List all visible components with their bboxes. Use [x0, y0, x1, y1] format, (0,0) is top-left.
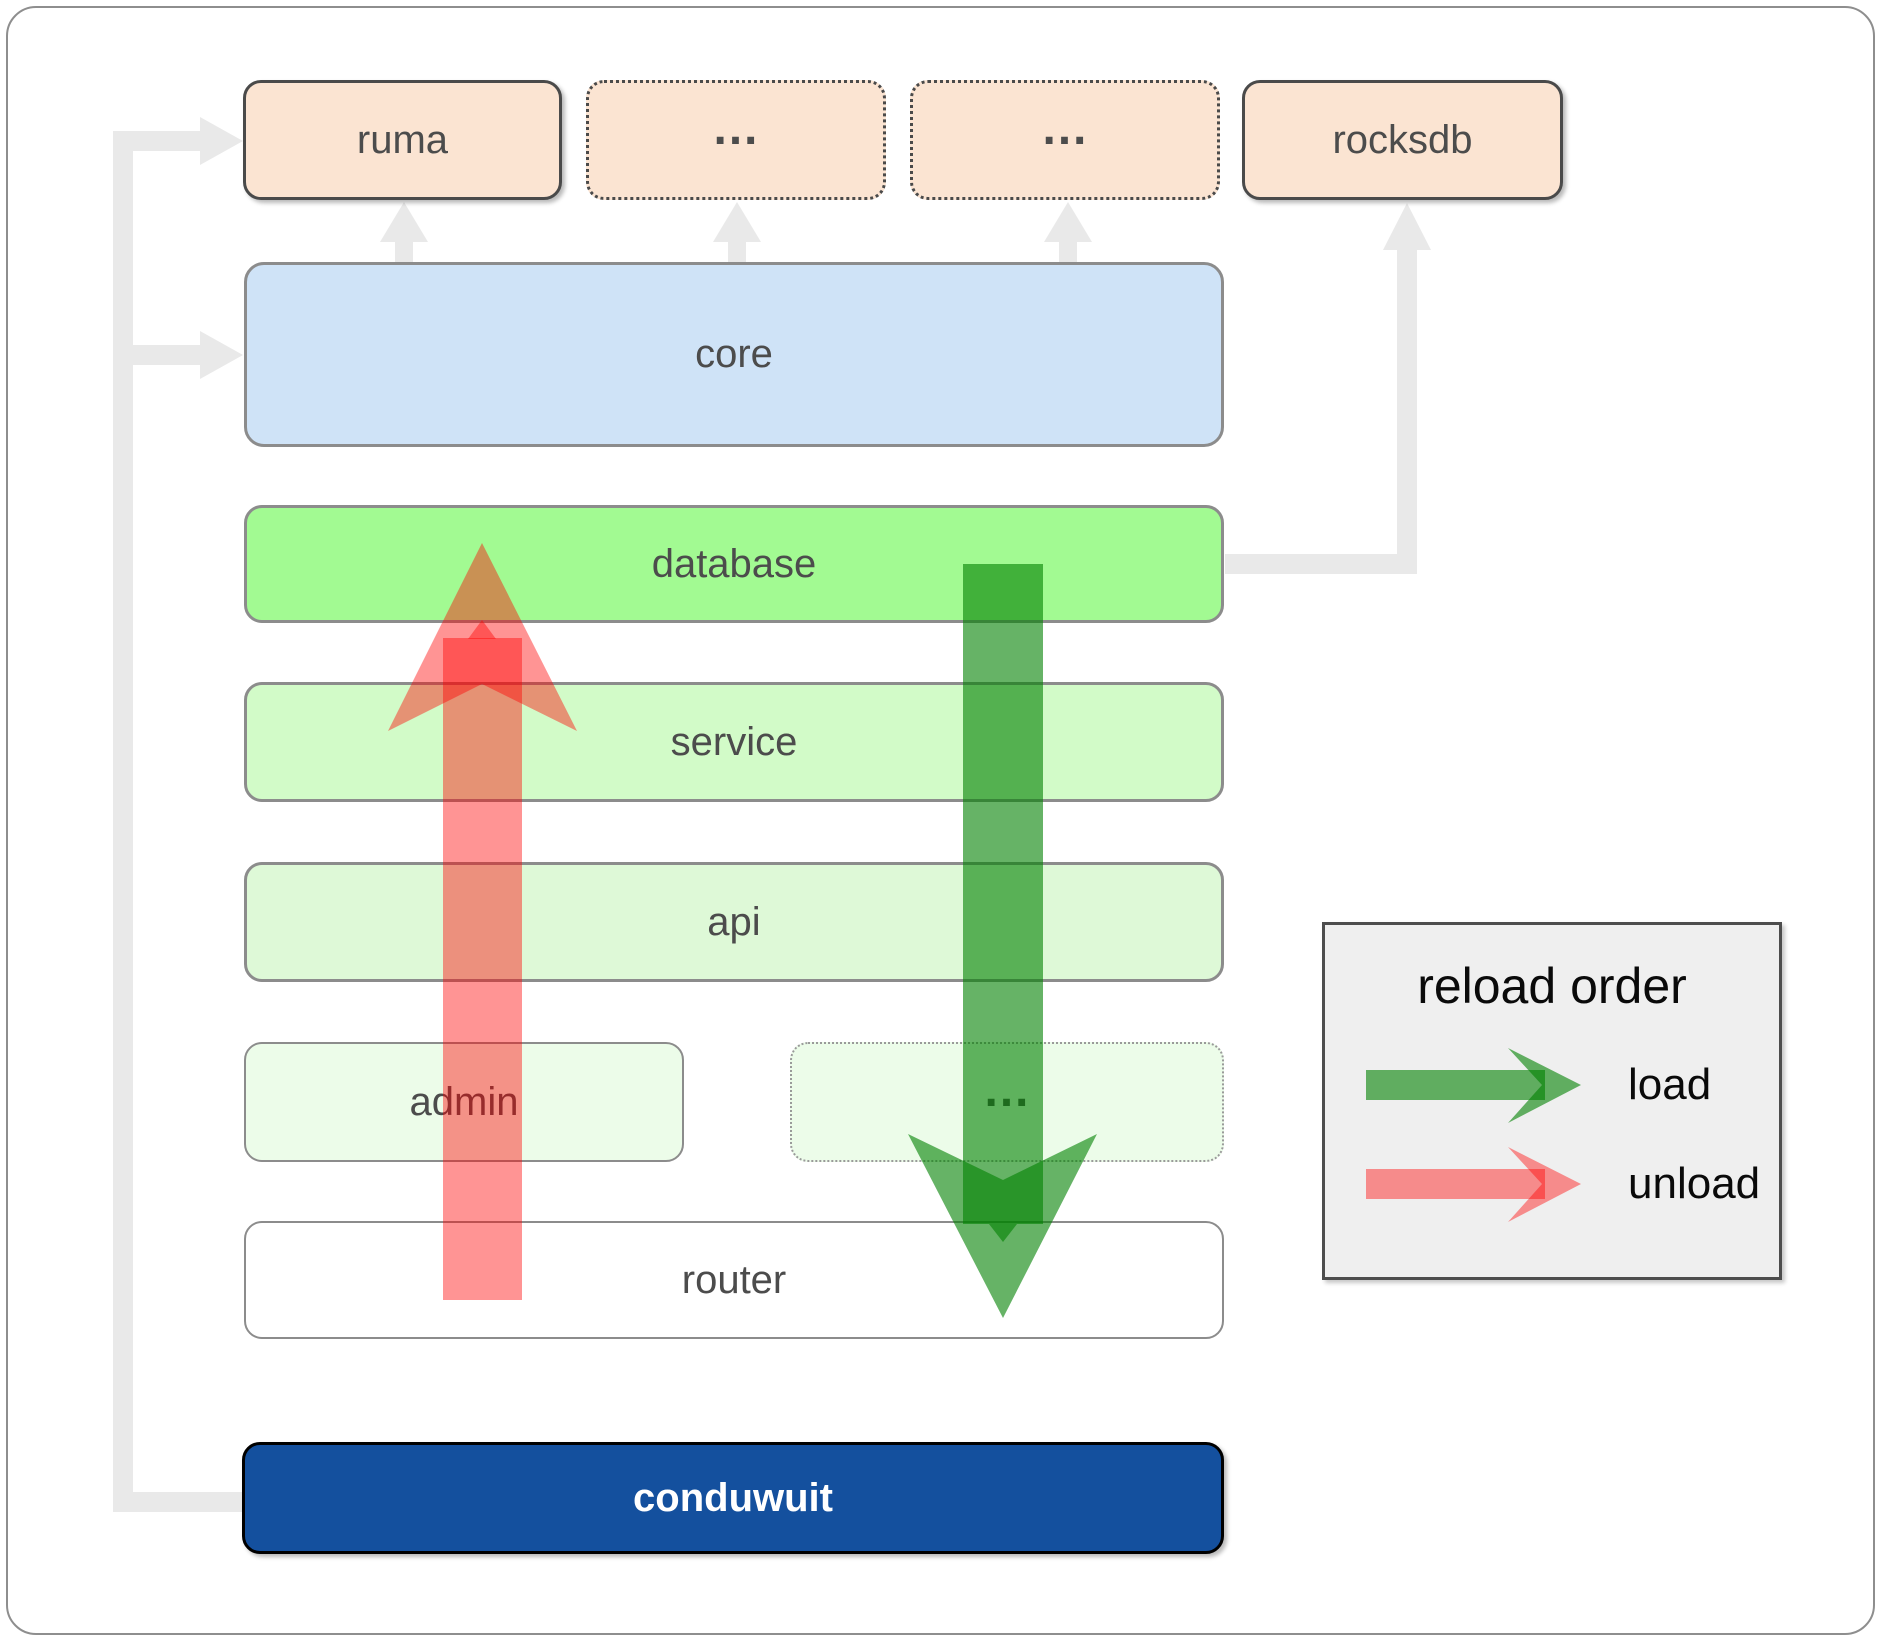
- box-api: api: [244, 862, 1224, 982]
- box-router-label: router: [681, 1257, 787, 1302]
- box-conduwuit-label: conduwuit: [633, 1475, 833, 1520]
- box-ellipsis-top-2-label: …: [1040, 101, 1090, 155]
- box-ellipsis-top-1: …: [586, 80, 886, 200]
- legend-unload-label: unload: [1628, 1159, 1761, 1208]
- legend-unload-arrow-icon: [1366, 1147, 1581, 1222]
- legend-load-arrow-icon: [1366, 1048, 1581, 1123]
- legend: reload order load unload: [1322, 922, 1782, 1280]
- box-database: database: [244, 505, 1224, 623]
- box-router: router: [244, 1221, 1224, 1339]
- box-ellipsis-bottom-label: …: [982, 1063, 1032, 1117]
- box-admin: admin: [244, 1042, 684, 1162]
- box-ellipsis-top-1-label: …: [711, 101, 761, 155]
- box-rocksdb-label: rocksdb: [1332, 117, 1473, 162]
- legend-arrows: [1366, 1048, 1581, 1222]
- box-conduwuit: conduwuit: [242, 1442, 1224, 1554]
- box-service-label: service: [670, 719, 798, 764]
- box-ruma-label: ruma: [356, 117, 449, 162]
- box-api-label: api: [707, 899, 761, 944]
- legend-title: reload order: [1417, 958, 1687, 1014]
- box-ellipsis-top-2: …: [910, 80, 1220, 200]
- box-rocksdb: rocksdb: [1242, 80, 1563, 200]
- box-ruma: ruma: [243, 80, 562, 200]
- box-admin-label: admin: [409, 1079, 519, 1124]
- box-core: core: [244, 262, 1224, 447]
- box-ellipsis-bottom: …: [790, 1042, 1224, 1162]
- box-core-label: core: [695, 332, 773, 376]
- box-database-label: database: [651, 541, 817, 586]
- legend-load-label: load: [1628, 1060, 1712, 1109]
- box-service: service: [244, 682, 1224, 802]
- diagram-border: [6, 6, 1875, 1635]
